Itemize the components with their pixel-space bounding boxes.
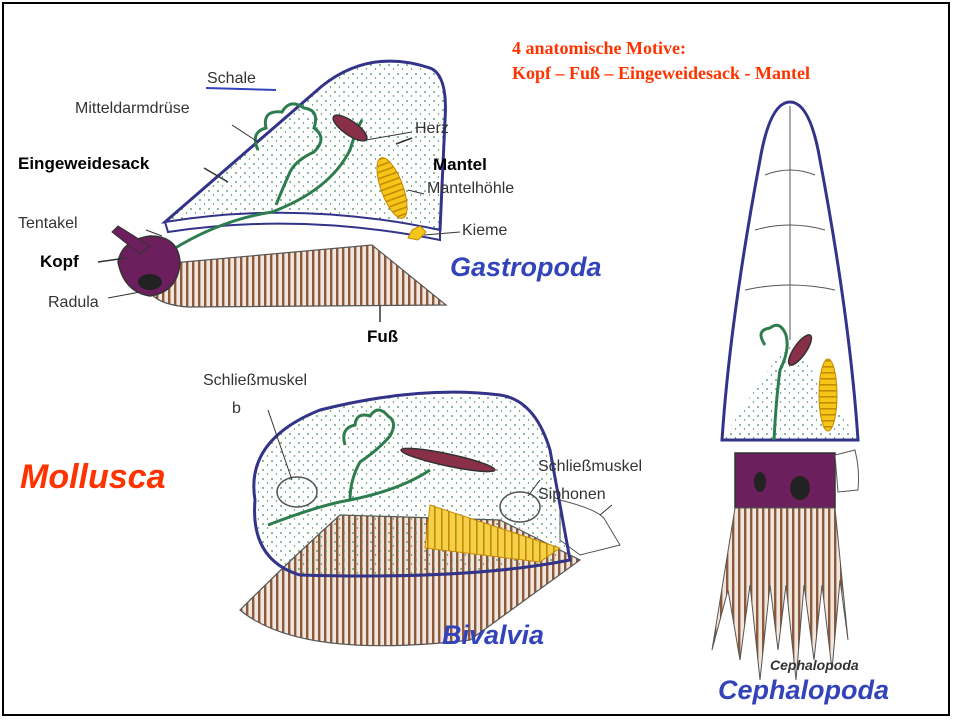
label-schale: Schale bbox=[207, 70, 256, 88]
label-b: b bbox=[232, 400, 241, 418]
bivalvia-figure bbox=[240, 392, 620, 646]
cephalopoda-gill bbox=[819, 359, 837, 431]
header-line-2: Kopf – Fuß – Eingeweidesack - Mantel bbox=[512, 61, 810, 86]
label-herz: Herz bbox=[415, 120, 449, 138]
cephalopoda-arms bbox=[712, 508, 848, 680]
label-siphonen: Siphonen bbox=[538, 486, 606, 504]
gastropoda-foot bbox=[148, 245, 446, 307]
label-kieme: Kieme bbox=[462, 222, 507, 240]
label-mitteldarmdruese: Mitteldarmdrüse bbox=[75, 100, 190, 118]
title-mollusca: Mollusca bbox=[20, 458, 165, 497]
label-kopf: Kopf bbox=[40, 252, 79, 272]
label-tentakel: Tentakel bbox=[18, 215, 78, 233]
label-mantel: Mantel bbox=[433, 155, 487, 175]
label-schliessmuskel-right: Schließmuskel bbox=[538, 458, 642, 476]
title-gastropoda: Gastropoda bbox=[450, 252, 602, 283]
label-mantelhoehle: Mantelhöhle bbox=[427, 180, 514, 198]
title-cephalopoda: Cephalopoda bbox=[718, 675, 889, 706]
caption-cephalopoda: Cephalopoda bbox=[770, 657, 859, 673]
label-radula: Radula bbox=[48, 294, 99, 312]
title-bivalvia: Bivalvia bbox=[442, 620, 544, 651]
cephalopoda-head bbox=[735, 453, 835, 508]
label-eingeweidesack: Eingeweidesack bbox=[18, 154, 149, 174]
header-title: 4 anatomische Motive: Kopf – Fuß – Einge… bbox=[512, 36, 810, 86]
header-line-1: 4 anatomische Motive: bbox=[512, 36, 810, 61]
label-schliessmuskel-top: Schließmuskel bbox=[203, 372, 307, 390]
label-fuss: Fuß bbox=[367, 327, 398, 347]
cephalopoda-figure bbox=[712, 102, 859, 680]
